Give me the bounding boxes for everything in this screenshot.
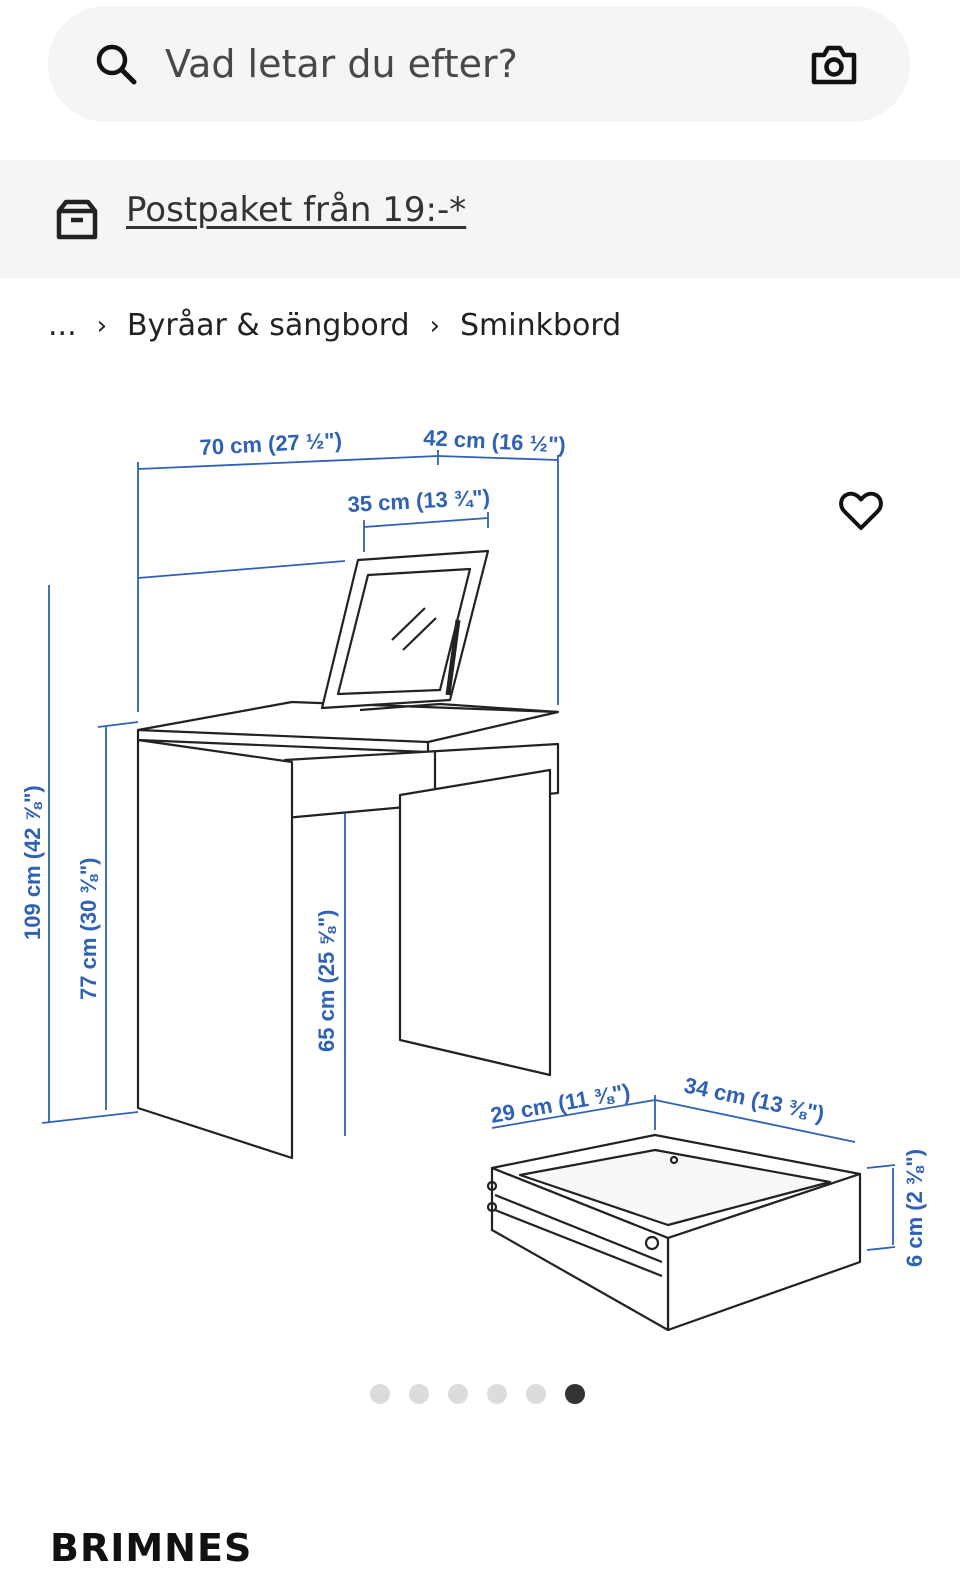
box-icon [56, 199, 98, 240]
camera-icon[interactable] [810, 44, 858, 86]
pager-dot-5[interactable] [526, 1384, 546, 1404]
chevron-right-icon: › [96, 310, 108, 341]
favorite-button[interactable] [812, 462, 910, 560]
dimension-table-height-label: 77 cm (30 ⅜") [76, 857, 101, 1000]
dimension-drawer-depth-label: 34 cm (13 ⅜") [682, 1072, 827, 1126]
delivery-link[interactable]: Postpaket från 19:-* [126, 190, 467, 230]
image-carousel-pager [370, 1384, 585, 1404]
search-icon [96, 44, 137, 85]
pager-dot-3[interactable] [448, 1384, 468, 1404]
product-dimension-image[interactable]: 70 cm (27 ½") 42 cm (16 ½") 35 cm (13 ¾"… [0, 400, 960, 1360]
dimension-mirror-width-label: 35 cm (13 ¾") [347, 485, 491, 517]
product-name: BRIMNES [50, 1526, 253, 1570]
dimension-drawer-width-label: 29 cm (11 ⅜") [489, 1079, 632, 1128]
pager-dot-2[interactable] [409, 1384, 429, 1404]
search-bar[interactable]: Vad letar du efter? [48, 6, 910, 122]
pager-dot-1[interactable] [370, 1384, 390, 1404]
dimension-total-height-label: 109 cm (42 ⅞") [20, 785, 45, 940]
breadcrumb-ellipsis[interactable]: ... [48, 308, 77, 343]
pager-dot-6-active[interactable] [565, 1384, 585, 1404]
breadcrumb: ... › Byråar & sängbord › Sminkbord [48, 308, 621, 343]
chevron-right-icon: › [429, 310, 440, 341]
breadcrumb-item-dressers[interactable]: Byråar & sängbord [127, 308, 410, 343]
dimension-width-label: 70 cm (27 ½") [199, 428, 343, 460]
dimension-drawer-height-label: 6 cm (2 ⅜") [902, 1149, 927, 1267]
breadcrumb-item-dressing-tables[interactable]: Sminkbord [459, 308, 622, 343]
pager-dot-4[interactable] [487, 1384, 507, 1404]
delivery-banner: Postpaket från 19:-* [0, 160, 960, 278]
heart-icon [839, 491, 883, 530]
dimension-knee-clearance-label: 65 cm (25 ⅝") [314, 909, 339, 1052]
search-input[interactable]: Vad letar du efter? [165, 42, 518, 86]
dimension-depth-label: 42 cm (16 ½") [423, 425, 567, 457]
